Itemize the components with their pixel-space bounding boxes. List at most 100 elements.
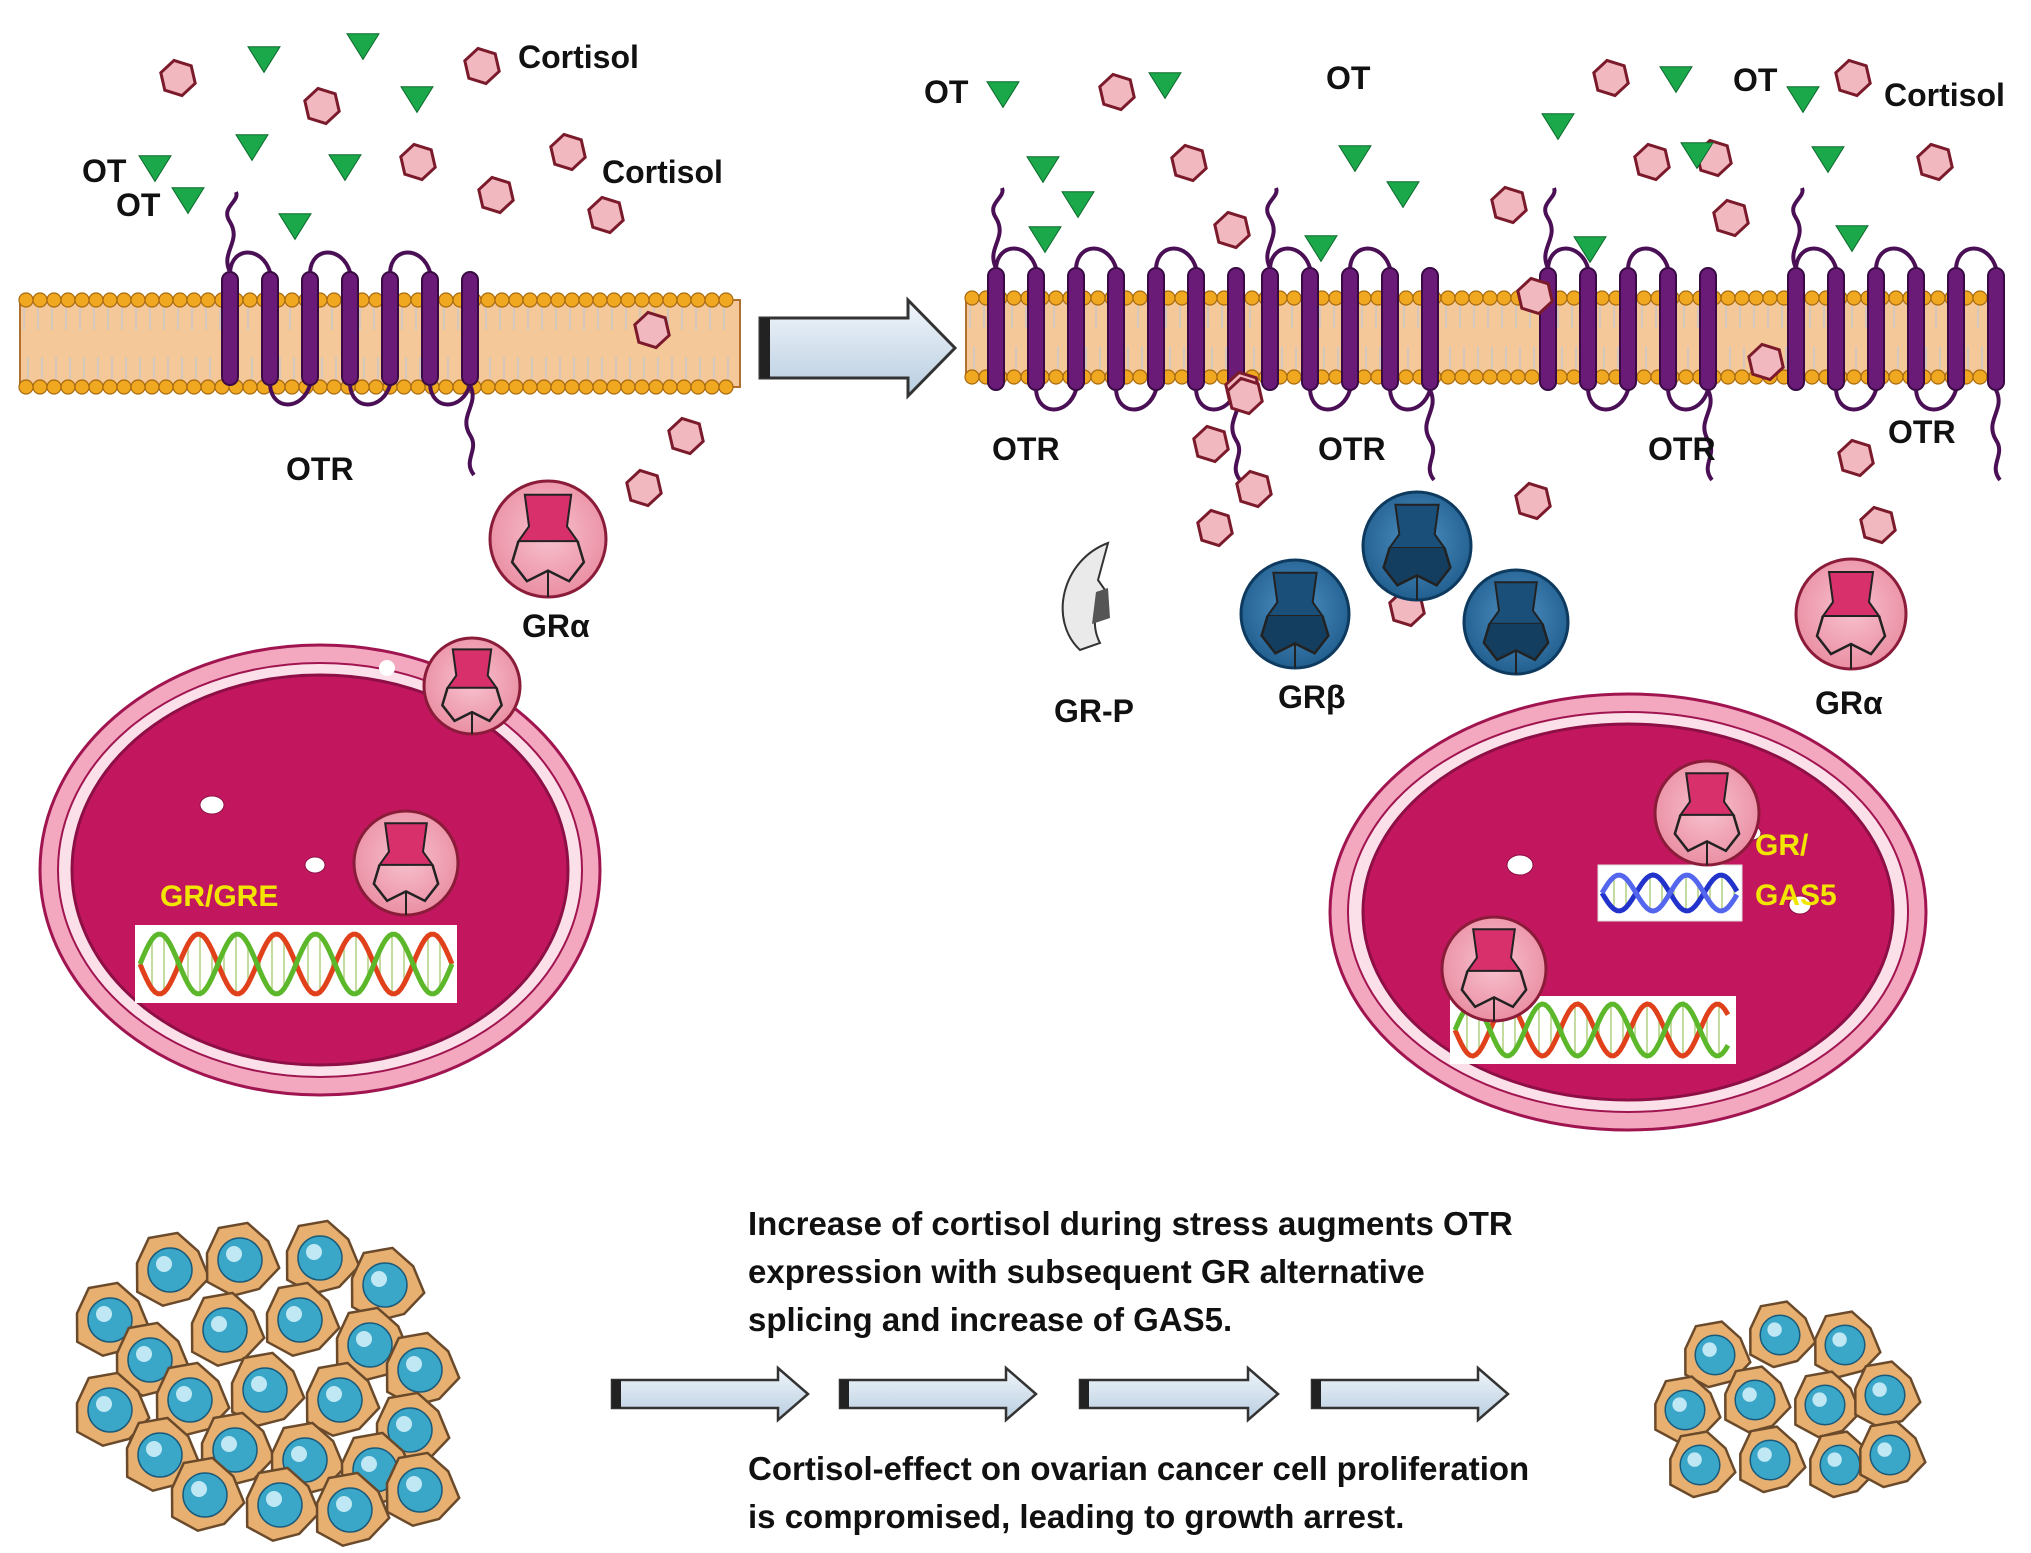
cancer-cells-cluster-large xyxy=(75,1219,461,1548)
otr-c-terminus xyxy=(1424,389,1436,482)
lipid-head xyxy=(1202,369,1218,385)
cancer-cell xyxy=(350,1246,426,1323)
lipid-head xyxy=(1356,290,1372,306)
lipid-head xyxy=(1132,369,1148,385)
ot-molecule xyxy=(1811,146,1845,174)
lipid-head xyxy=(522,379,538,395)
ot-molecule xyxy=(1541,113,1575,141)
cancer-cells-cluster-small xyxy=(1654,1300,1927,1499)
ot-molecule xyxy=(328,154,362,182)
otr-loop xyxy=(1268,246,1312,269)
cancer-cell xyxy=(1859,1420,1927,1489)
label-ot-1: OT xyxy=(82,153,127,189)
cancer-cell xyxy=(1794,1370,1862,1439)
lipid-head xyxy=(620,292,636,308)
progression-arrow xyxy=(1078,1365,1280,1423)
lipid-head xyxy=(1678,369,1694,385)
lipid-head xyxy=(1468,290,1484,306)
caption-top-line-2: expression with subsequent GR alternativ… xyxy=(748,1253,1425,1290)
label-otr-2: OTR xyxy=(992,431,1060,467)
lipid-head xyxy=(438,379,454,395)
otr-helix xyxy=(1187,267,1205,391)
label-otr-3: OTR xyxy=(1318,431,1386,467)
otr-loop xyxy=(1874,246,1918,269)
glucocorticoid-receptors xyxy=(352,479,1908,1023)
otr-helix xyxy=(1787,267,1805,391)
lipid-head xyxy=(1846,290,1862,306)
cortisol-molecule xyxy=(159,58,197,98)
lipid-head xyxy=(662,379,678,395)
otr-loop xyxy=(1626,246,1670,269)
gr-beta-protein xyxy=(1361,490,1473,602)
cancer-cell xyxy=(305,1361,381,1438)
lipid-head xyxy=(326,379,342,395)
otr-helix xyxy=(1579,267,1597,391)
lipid-head xyxy=(1006,369,1022,385)
otr-helix xyxy=(1341,267,1359,391)
otr-loop xyxy=(1348,246,1392,269)
otr-n-terminus xyxy=(1543,187,1557,269)
ligand-molecules xyxy=(138,33,1954,628)
lipid-head xyxy=(60,292,76,308)
otr-helix xyxy=(421,271,439,386)
otr-helix xyxy=(1987,267,2005,391)
lipid-head xyxy=(186,379,202,395)
lipid-head xyxy=(690,292,706,308)
lipid-head xyxy=(158,292,174,308)
otr-helix xyxy=(1067,267,1085,391)
otr-helix xyxy=(987,267,1005,391)
otr-helix xyxy=(341,271,359,386)
label-cortisol-3: Cortisol xyxy=(1884,77,2005,113)
label-cortisol-1: Cortisol xyxy=(518,39,639,75)
gr-alpha-protein xyxy=(422,636,522,736)
lipid-head xyxy=(536,379,552,395)
otr-c-terminus xyxy=(1702,389,1714,482)
otr-loop xyxy=(428,384,472,407)
lipid-head xyxy=(1678,290,1694,306)
gr-alpha-protein xyxy=(352,809,460,917)
otr-loop xyxy=(1034,389,1078,412)
label-gr-gas5-top: GR/ xyxy=(1755,829,1809,862)
lipid-head xyxy=(1048,290,1064,306)
otr-loop xyxy=(1388,389,1432,412)
lipid-head xyxy=(1524,369,1540,385)
lipid-head xyxy=(1006,290,1022,306)
caption-bottom: Cortisol-effect on ovarian cancer cell p… xyxy=(748,1445,1529,1541)
otr-helix xyxy=(261,271,279,386)
cortisol-molecule xyxy=(1747,342,1785,382)
lipid-head xyxy=(662,292,678,308)
ot-molecule xyxy=(346,33,380,61)
lipid-head xyxy=(1734,290,1750,306)
cancer-cell xyxy=(155,1361,231,1438)
lipid-head xyxy=(158,379,174,395)
lipid-head xyxy=(242,379,258,395)
progression-arrow xyxy=(610,1365,810,1423)
lipid-head xyxy=(592,292,608,308)
cancer-cell xyxy=(170,1456,246,1533)
lipid-head xyxy=(1762,290,1778,306)
lipid-head xyxy=(242,292,258,308)
lipid-head xyxy=(676,379,692,395)
ot-molecule xyxy=(1338,145,1372,173)
lipid-head xyxy=(32,379,48,395)
lipid-head xyxy=(368,379,384,395)
cancer-cell xyxy=(1854,1360,1922,1429)
lipid-head xyxy=(1594,369,1610,385)
lipid-head xyxy=(1048,369,1064,385)
lipid-head xyxy=(1930,369,1946,385)
cortisol-molecule xyxy=(1859,505,1897,545)
otr-loop xyxy=(1114,389,1158,412)
ot-molecule xyxy=(1026,156,1060,184)
cortisol-molecule xyxy=(1170,143,1208,183)
lipid-head xyxy=(634,292,650,308)
lipid-head xyxy=(60,379,76,395)
cortisol-molecule xyxy=(1837,438,1875,478)
caption-top-line-1: Increase of cortisol during stress augme… xyxy=(748,1205,1513,1242)
otr-c-terminus xyxy=(464,384,476,477)
label-otr-4: OTR xyxy=(1648,431,1716,467)
lipid-head xyxy=(1286,290,1302,306)
label-ot-4: OT xyxy=(1326,60,1371,96)
cortisol-molecule xyxy=(625,468,663,508)
cell-membrane-left xyxy=(18,292,741,395)
progression-arrows xyxy=(610,1365,1510,1423)
